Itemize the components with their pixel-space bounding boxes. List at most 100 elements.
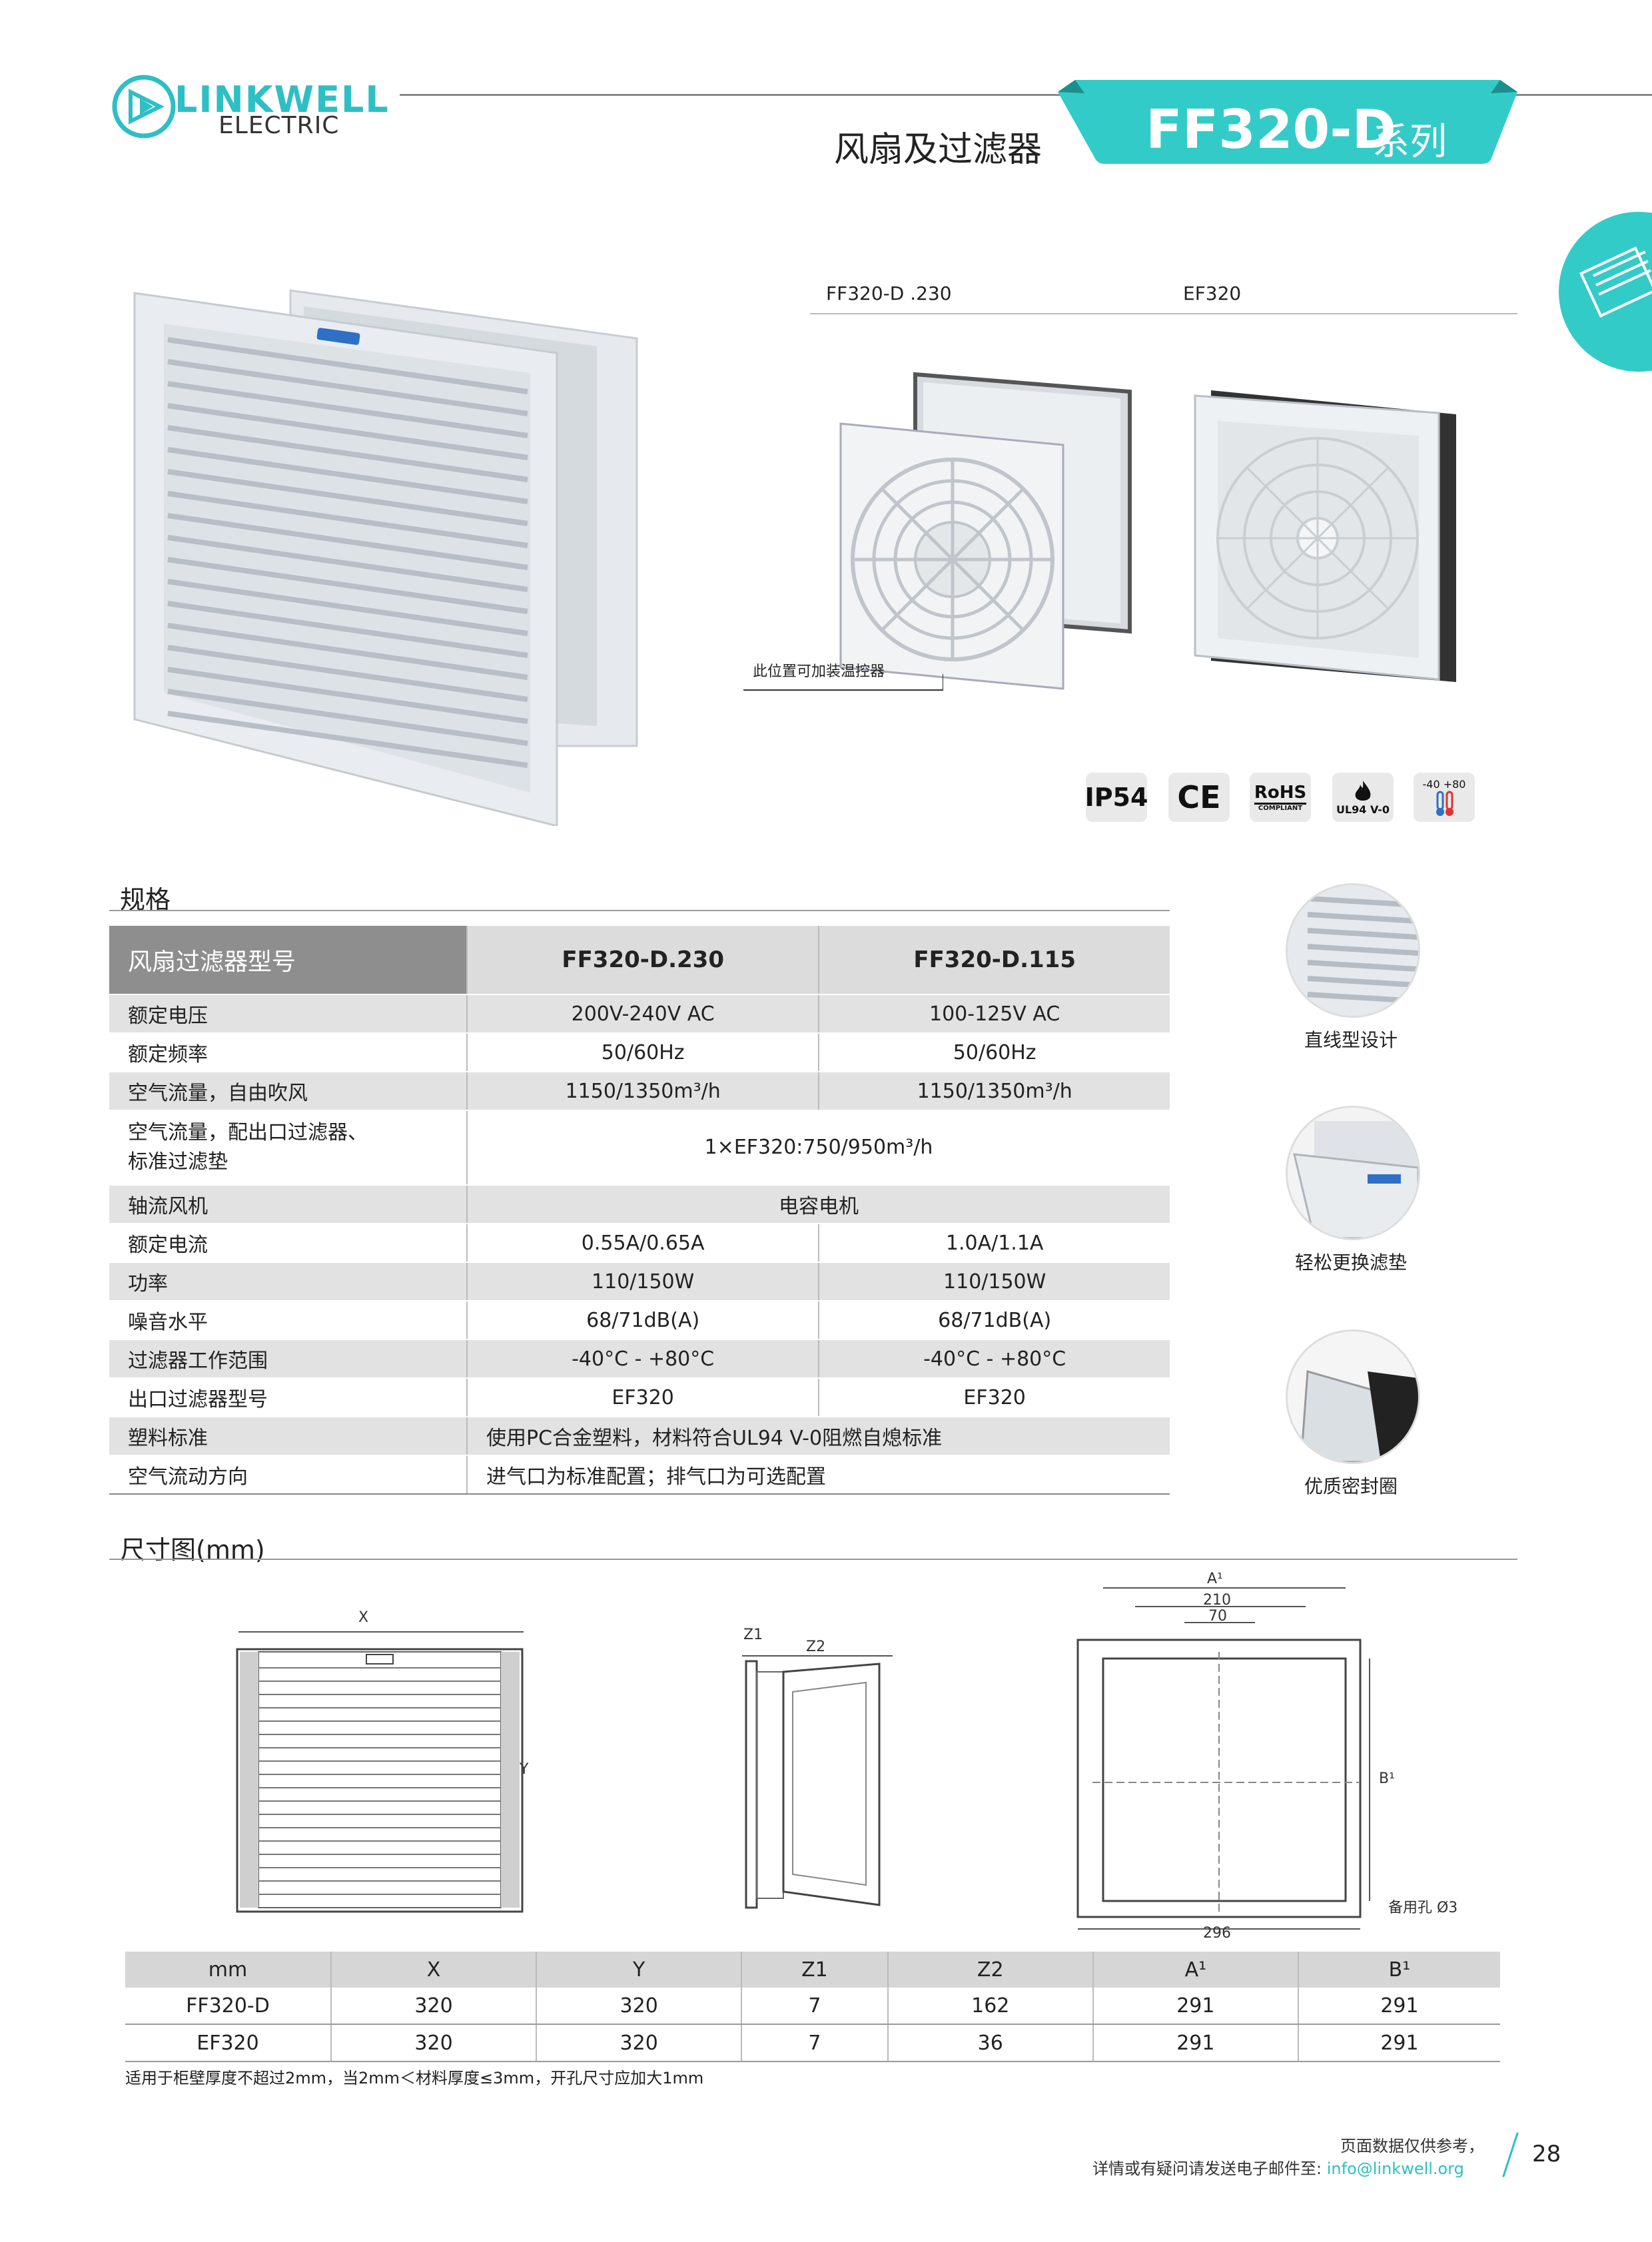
dim-cell: 291 bbox=[1297, 1988, 1500, 2025]
spec-value: 50/60Hz bbox=[818, 1033, 1170, 1072]
dimension-section-title: 尺寸图(mm) bbox=[120, 1535, 265, 1565]
spec-header-230: FF320-D.230 bbox=[466, 926, 819, 995]
dim-cell: EF320 bbox=[125, 2024, 331, 2062]
spec-label: 功率 bbox=[109, 1262, 467, 1302]
spec-label: 额定电压 bbox=[109, 994, 467, 1034]
dim-296-label: 296 bbox=[1203, 1925, 1231, 1942]
spec-value: 100-125V AC bbox=[818, 994, 1170, 1034]
spec-value: EF320 bbox=[466, 1378, 819, 1417]
brand-name: LINKWELL bbox=[175, 79, 390, 121]
feature-label: 直线型设计 bbox=[1304, 1029, 1398, 1051]
dim-cell: 7 bbox=[741, 2024, 888, 2062]
rohs-badge: RoHS COMPLIANT bbox=[1250, 773, 1311, 822]
spare-hole-label: 备用孔 Ø3 bbox=[1388, 1900, 1458, 1916]
mounting-note: 适用于柜壁厚度不超过2mm，当2mm＜材料厚度≤3mm，开孔尺寸应加大1mm bbox=[125, 2069, 704, 2087]
feature-label: 优质密封圈 bbox=[1304, 1475, 1398, 1497]
side-tab-icon bbox=[1559, 212, 1652, 372]
temperature-range-text: -40 +80 bbox=[1422, 777, 1466, 791]
dim-header-cell: Y bbox=[536, 1952, 742, 1988]
dim-a1-label: A¹ bbox=[1207, 1571, 1223, 1587]
dim-cell: 36 bbox=[887, 2024, 1093, 2062]
spec-label: 过滤器工作范围 bbox=[109, 1339, 467, 1379]
dim-cell: 291 bbox=[1297, 2024, 1500, 2062]
louver-closeup-icon bbox=[1286, 883, 1420, 1018]
spec-value: 68/71dB(A) bbox=[466, 1301, 819, 1340]
thermostat-callout: 此位置可加装温控器 bbox=[753, 663, 885, 680]
ce-badge: CE bbox=[1168, 773, 1230, 822]
spec-row: 空气流量，自由吹风 1150/1350m³/h 1150/1350m³/h bbox=[109, 1072, 1170, 1111]
dim-70-label: 70 bbox=[1208, 1608, 1227, 1625]
dim-header-cell: mm bbox=[125, 1952, 331, 1988]
dim-z1-label: Z1 bbox=[743, 1627, 763, 1643]
feature-label: 轻松更换滤垫 bbox=[1294, 1252, 1407, 1274]
page-number: 28 bbox=[1532, 2141, 1561, 2167]
dim-cell: FF320-D bbox=[125, 1988, 331, 2025]
spec-value-merged: 使用PC合金塑料，材料符合UL94 V-0阻燃自熄标准 bbox=[466, 1417, 1170, 1456]
series-suffix: 系列 bbox=[1372, 121, 1447, 164]
dim-cell: 291 bbox=[1092, 1988, 1298, 2025]
spec-table: 风扇过滤器型号 FF320-D.230 FF320-D.115 额定电压 200… bbox=[109, 926, 1170, 1495]
dim-header-cell: A¹ bbox=[1092, 1952, 1298, 1988]
spec-section-rule bbox=[109, 910, 1170, 911]
spec-label: 出口过滤器型号 bbox=[109, 1378, 467, 1417]
photo-label-fan: FF320-D .230 bbox=[826, 282, 952, 304]
footer-contact-text: 详情或有疑问请发送电子邮件至: bbox=[1092, 2159, 1322, 2178]
spec-value-merged: 电容电机 bbox=[466, 1185, 1170, 1224]
spec-value: 1150/1350m³/h bbox=[818, 1072, 1170, 1111]
spec-label: 空气流动方向 bbox=[109, 1455, 467, 1495]
spec-section-title: 规格 bbox=[120, 885, 171, 915]
photo-label-filter: EF320 bbox=[1183, 282, 1242, 304]
cutout-view-drawing bbox=[1066, 1585, 1386, 1938]
spec-label: 额定频率 bbox=[109, 1033, 467, 1072]
filter-change-icon bbox=[1286, 1106, 1420, 1240]
dim-z2-label: Z2 bbox=[806, 1639, 826, 1655]
dim-cell: 7 bbox=[741, 1988, 888, 2025]
photo-label-rule bbox=[810, 313, 1517, 314]
thermometer-icon: -40 +80 bbox=[1414, 773, 1475, 822]
spec-row: 功率 110/150W 110/150W bbox=[109, 1262, 1170, 1302]
spec-value: -40°C - +80°C bbox=[818, 1339, 1170, 1379]
spec-label-line: 空气流量，配出口过滤器、 bbox=[128, 1121, 368, 1144]
spec-header-115: FF320-D.115 bbox=[818, 926, 1170, 995]
footer-disclaimer: 页面数据仅供参考， bbox=[1340, 2137, 1484, 2155]
dim-header-cell: Z2 bbox=[887, 1952, 1093, 1988]
dim-x-label: X bbox=[358, 1609, 369, 1626]
rohs-badge-subtext: COMPLIANT bbox=[1258, 805, 1303, 812]
footer-email-link[interactable]: info@linkwell.org bbox=[1326, 2159, 1464, 2178]
ul94-flame-icon: UL94 V-0 bbox=[1332, 773, 1394, 822]
dim-header-cell: B¹ bbox=[1297, 1952, 1500, 1988]
dim-210-label: 210 bbox=[1203, 1592, 1231, 1609]
dim-cell: 320 bbox=[536, 2024, 742, 2062]
ip54-badge: IP54 bbox=[1085, 773, 1148, 822]
spec-value-merged: 进气口为标准配置；排气口为可选配置 bbox=[466, 1455, 1170, 1495]
dim-cell: 320 bbox=[536, 1988, 742, 2025]
table-row: EF320 320 320 7 36 291 291 bbox=[125, 2024, 1500, 2062]
dim-cell: 291 bbox=[1092, 2024, 1298, 2062]
footer-contact: 详情或有疑问请发送电子邮件至: info@linkwell.org bbox=[1092, 2155, 1464, 2179]
spec-row: 轴流风机 电容电机 bbox=[109, 1185, 1170, 1224]
dim-cell: 320 bbox=[330, 1988, 537, 2025]
spec-row: 空气流动方向 进气口为标准配置；排气口为可选配置 bbox=[109, 1455, 1170, 1495]
dim-y-label: Y bbox=[520, 1761, 529, 1778]
spec-row: 出口过滤器型号 EF320 EF320 bbox=[109, 1378, 1170, 1417]
spec-label: 空气流量，自由吹风 bbox=[109, 1072, 467, 1111]
header-rule bbox=[400, 94, 1652, 96]
spec-row: 噪音水平 68/71dB(A) 68/71dB(A) bbox=[109, 1301, 1170, 1340]
ul94-badge-text: UL94 V-0 bbox=[1336, 803, 1390, 816]
spec-label: 轴流风机 bbox=[109, 1185, 467, 1224]
dim-b1-label: B¹ bbox=[1379, 1770, 1395, 1787]
spec-row: 额定电流 0.55A/0.65A 1.0A/1.1A bbox=[109, 1224, 1170, 1263]
spec-value: 1.0A/1.1A bbox=[818, 1224, 1170, 1263]
page-category-title: 风扇及过滤器 bbox=[834, 130, 1042, 170]
spec-value: EF320 bbox=[818, 1378, 1170, 1417]
spec-header-model: 风扇过滤器型号 bbox=[109, 926, 467, 995]
spec-row: 过滤器工作范围 -40°C - +80°C -40°C - +80°C bbox=[109, 1339, 1170, 1379]
product-photo-main bbox=[131, 280, 663, 827]
brand-subtitle: ELECTRIC bbox=[218, 112, 340, 139]
spec-label: 塑料标准 bbox=[109, 1417, 467, 1456]
spec-value-merged: 1×EF320:750/950m³/h bbox=[466, 1110, 1170, 1186]
side-view-drawing bbox=[739, 1645, 899, 1912]
spec-value: 110/150W bbox=[818, 1262, 1170, 1302]
product-photo-fan bbox=[837, 370, 1136, 690]
dim-header-cell: Z1 bbox=[741, 1952, 888, 1988]
